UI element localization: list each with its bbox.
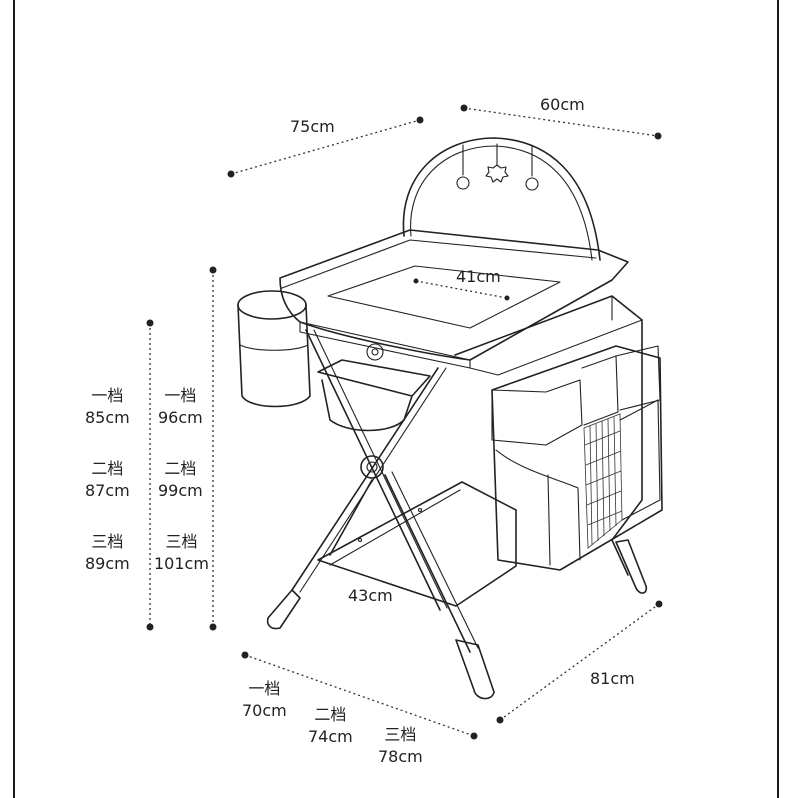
dim-label-depth: 60cm	[540, 95, 585, 114]
level-value: 70cm	[242, 701, 287, 720]
height-left-level-3: 三档 89cm	[85, 531, 130, 575]
level-value: 74cm	[308, 727, 353, 746]
toy-arch	[402, 137, 601, 261]
level-name: 三档	[91, 532, 124, 551]
level-name: 二档	[164, 459, 197, 478]
level-value: 96cm	[158, 408, 203, 427]
organizer-bag	[491, 345, 663, 571]
height-right-level-1: 一档 96cm	[158, 385, 203, 429]
level-value: 85cm	[85, 408, 130, 427]
level-value: 89cm	[85, 554, 130, 573]
level-value: 99cm	[158, 481, 203, 500]
bottom-level-2: 二档 74cm	[308, 704, 353, 748]
feet	[266, 539, 648, 700]
bottom-level-1: 一档 70cm	[242, 678, 287, 722]
level-name: 三档	[384, 725, 417, 744]
height-right-level-2: 二档 99cm	[158, 458, 203, 502]
frame-right-border	[777, 0, 779, 798]
mesh-pocket	[583, 413, 623, 549]
level-name: 三档	[165, 532, 198, 551]
level-value: 101cm	[154, 554, 209, 573]
frame-left-border	[13, 0, 15, 798]
dim-line-base-depth	[499, 603, 660, 721]
dim-line-inner-width	[415, 280, 508, 299]
dim-label-base-depth: 81cm	[590, 669, 635, 688]
level-name: 一档	[164, 386, 197, 405]
changing-pad	[279, 229, 629, 369]
level-name: 二档	[314, 705, 347, 724]
height-left-level-1: 一档 85cm	[85, 385, 130, 429]
bottom-shelf	[317, 481, 517, 607]
x-frame-legs	[291, 329, 629, 653]
hanging-basket	[317, 359, 431, 432]
level-value: 87cm	[85, 481, 130, 500]
bottom-level-3: 三档 78cm	[378, 724, 423, 768]
dim-label-base-inner: 43cm	[348, 586, 393, 605]
dimension-lines	[146, 104, 663, 740]
level-name: 二档	[91, 459, 124, 478]
height-left-level-2: 二档 87cm	[85, 458, 130, 502]
height-right-level-3: 三档 101cm	[154, 531, 209, 575]
level-value: 78cm	[378, 747, 423, 766]
side-bucket	[237, 290, 311, 408]
rack-frame	[454, 295, 643, 541]
dim-line-bottom-width	[244, 654, 475, 737]
dim-label-back-width: 75cm	[290, 117, 335, 136]
dim-label-inner-width: 41cm	[456, 267, 501, 286]
level-name: 一档	[248, 679, 281, 698]
level-name: 一档	[91, 386, 124, 405]
